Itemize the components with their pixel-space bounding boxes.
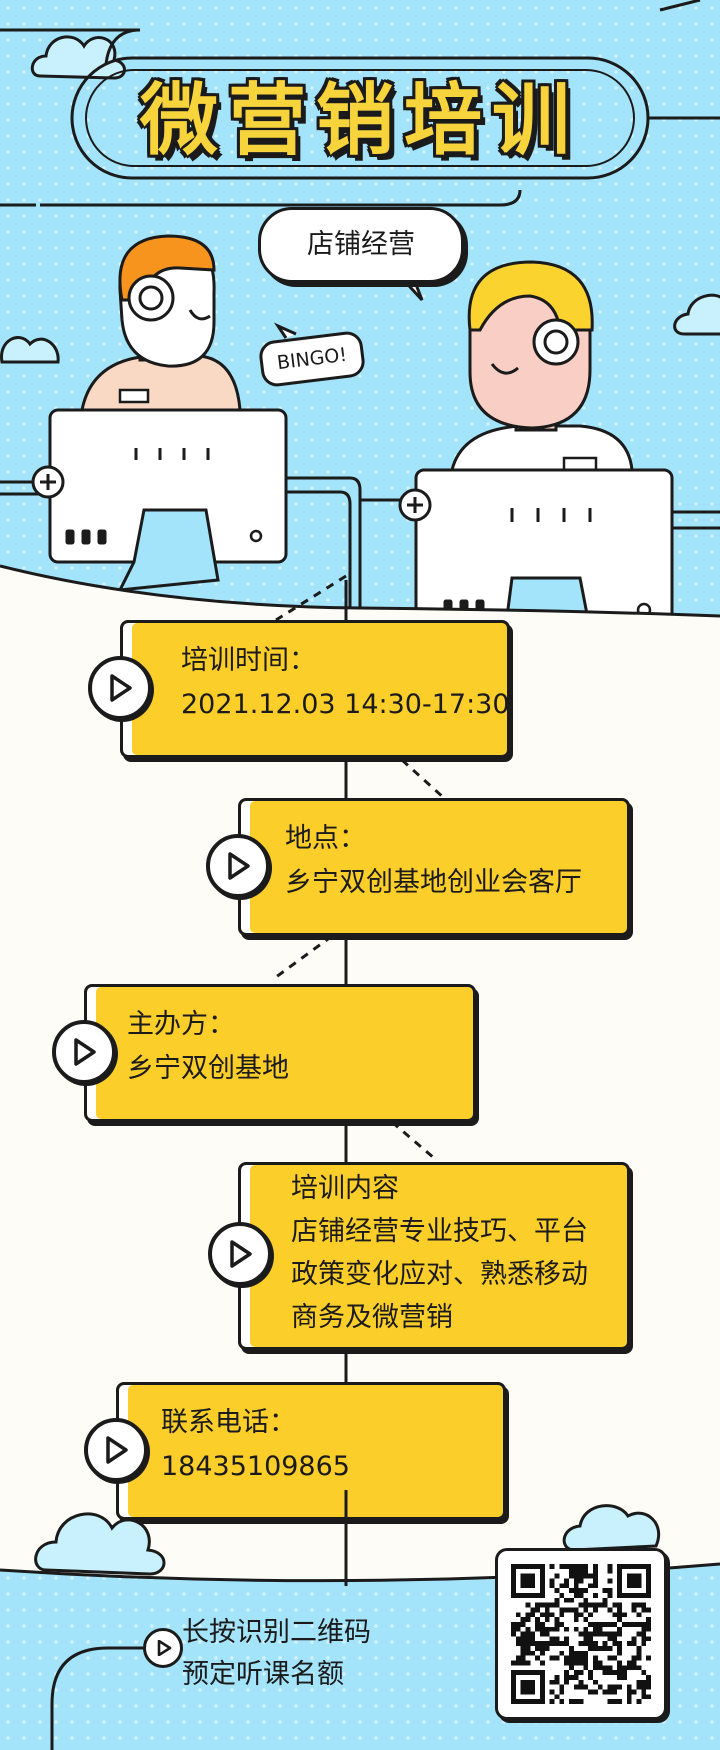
card-label: 培训内容 xyxy=(291,1173,399,1204)
play-button[interactable] xyxy=(208,1222,272,1286)
card-value: 2021.12.03 14:30-17:30 xyxy=(181,689,510,720)
cloud-icon xyxy=(562,1504,661,1552)
card-label: 培训时间： xyxy=(181,645,316,676)
info-card-organizer: 主办方： 乡宁双创基地 xyxy=(84,984,476,1122)
page-title: 微营销培训 xyxy=(139,76,580,166)
card-value: 18435109865 xyxy=(161,1451,350,1482)
hero-wave xyxy=(0,564,720,618)
plus-icon xyxy=(31,465,65,499)
info-card-time: 培训时间： 2021.12.03 14:30-17:30 xyxy=(120,620,510,758)
play-button[interactable] xyxy=(52,1020,116,1084)
card-value: 乡宁双创基地创业会客厅 xyxy=(285,867,582,898)
play-icon xyxy=(157,1640,172,1656)
cta-text: 长按识别二维码 预定听课名额 xyxy=(182,1612,371,1696)
info-card-phone: 联系电话： 18435109865 xyxy=(116,1382,506,1520)
card-label: 联系电话： xyxy=(161,1407,296,1438)
plus-icon xyxy=(398,488,432,522)
cta-line: 预定听课名额 xyxy=(182,1659,344,1690)
left-monitor xyxy=(48,408,288,592)
card-label: 主办方： xyxy=(127,1009,235,1040)
info-card-location: 地点： 乡宁双创基地创业会客厅 xyxy=(238,798,630,936)
play-button[interactable] xyxy=(84,1418,148,1482)
card-value: 店铺经营专业技巧、平台 xyxy=(291,1216,588,1247)
qr-code-pattern xyxy=(511,1564,651,1704)
card-value: 乡宁双创基地 xyxy=(127,1053,289,1084)
play-icon xyxy=(230,1240,252,1268)
cta-line: 长按识别二维码 xyxy=(182,1617,371,1648)
info-card-content: 培训内容 店铺经营专业技巧、平台 政策变化应对、熟悉移动 商务及微营销 xyxy=(238,1162,630,1350)
play-button[interactable] xyxy=(88,656,152,720)
title-frame xyxy=(0,0,720,207)
bingo-tail xyxy=(273,322,297,339)
play-icon xyxy=(106,1436,128,1464)
hero-illustration xyxy=(0,0,720,640)
speech-bubble: 店铺经营 xyxy=(258,207,464,283)
play-icon xyxy=(110,674,132,702)
play-icon xyxy=(228,852,250,880)
right-character xyxy=(450,260,634,474)
cloud-icon xyxy=(0,336,60,364)
card-value: 政策变化应对、熟悉移动 xyxy=(291,1259,588,1290)
left-character xyxy=(80,234,242,412)
card-value: 商务及微营销 xyxy=(291,1302,453,1333)
play-icon xyxy=(74,1038,96,1066)
card-label: 地点： xyxy=(285,823,366,854)
cloud-icon xyxy=(673,293,720,336)
qr-code[interactable] xyxy=(495,1548,667,1720)
play-button[interactable] xyxy=(143,1628,183,1668)
cloud-icon xyxy=(34,1512,166,1576)
play-button[interactable] xyxy=(206,834,270,898)
